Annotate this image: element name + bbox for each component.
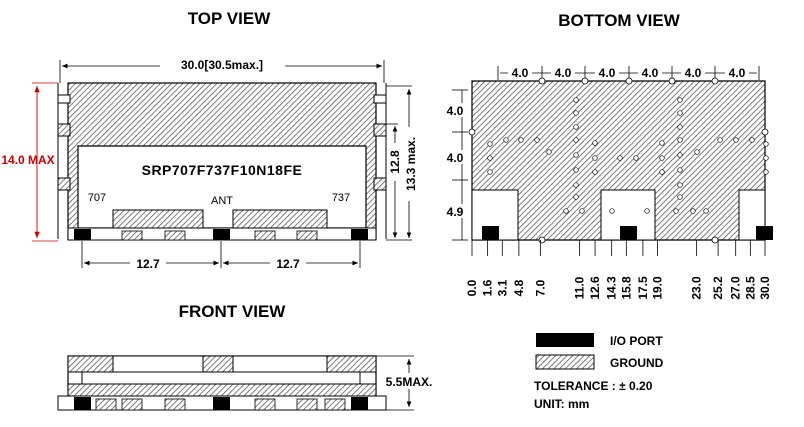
x-position-label: 14.3 [605, 276, 619, 300]
x-position-label: 25.2 [711, 276, 725, 300]
front-view-title: FRONT VIEW [179, 302, 287, 321]
front-io-pad-3 [351, 397, 368, 410]
x-position-label: 27.0 [729, 276, 743, 300]
x-position-label: 7.0 [533, 279, 547, 296]
x-position-label: 23.0 [690, 276, 704, 300]
x-position-label: 28.5 [743, 276, 757, 300]
legend-ground-label: GROUND [610, 356, 664, 370]
width-label: 30.0[30.5max.] [181, 58, 263, 72]
top-spacing-label: 4.0 [512, 66, 529, 80]
pin-label-737: 737 [332, 192, 350, 204]
spacing-left-label: 12.7 [136, 257, 160, 271]
legend-io-port-label: I/O PORT [610, 334, 663, 348]
left-spacing-label: 4.9 [447, 205, 464, 219]
front-io-pad-1 [74, 397, 91, 410]
top-spacing-label: 4.0 [555, 66, 572, 80]
bottom-io-pad-1 [482, 226, 499, 240]
left-spacing-label: 4.0 [447, 151, 464, 165]
top-view: TOP VIEW 30.0[30.5max.] SRP707F737F10N18… [1, 9, 419, 271]
x-position-label: 12.6 [588, 276, 602, 300]
pin-label-707: 707 [88, 192, 106, 204]
bottom-view-title: BOTTOM VIEW [558, 11, 680, 30]
dim-right-13-3: 13.3 max. [404, 137, 418, 191]
legend: I/O PORT GROUND TOLERANCE : ± 0.20 UNIT:… [534, 333, 664, 411]
legend-ground-swatch [535, 354, 595, 370]
top-spacing-label: 4.0 [642, 66, 659, 80]
dim-right-12-8: 12.8 [388, 150, 402, 174]
pin-label-ant: ANT [211, 195, 233, 207]
x-position-label: 1.6 [481, 279, 495, 296]
x-position-label: 17.5 [636, 276, 650, 300]
io-pad-737 [351, 229, 368, 240]
io-pad-ant [213, 229, 230, 240]
top-spacing-label: 4.0 [729, 66, 746, 80]
top-spacing-label: 4.0 [685, 66, 702, 80]
x-position-label: 4.8 [512, 279, 526, 296]
io-pad-707 [74, 229, 91, 240]
bottom-view: BOTTOM VIEW 4.0 4.0 4.0 4.0 4.0 4.0 4.0 4.0 4.9 [446, 11, 773, 300]
x-position-label: 15.8 [619, 276, 633, 300]
left-spacing-label: 4.0 [447, 104, 464, 118]
unit-label: UNIT: mm [534, 397, 589, 411]
part-number: SRP707F737F10N18FE [142, 162, 303, 178]
x-position-label: 3.1 [495, 279, 509, 296]
x-position-label: 30.0 [758, 276, 772, 300]
height-max-label: 14.0 MAX [1, 153, 54, 167]
tolerance-label: TOLERANCE : ± 0.20 [534, 379, 653, 393]
x-position-label: 11.0 [572, 276, 586, 299]
front-view: FRONT VIEW 5.5MAX. [57, 302, 433, 411]
legend-io-port-swatch [536, 333, 594, 347]
bottom-io-pad-3 [756, 226, 773, 240]
top-view-title: TOP VIEW [188, 9, 271, 28]
front-io-pad-2 [213, 397, 230, 410]
x-position-label: 0.0 [465, 279, 479, 296]
bottom-io-pad-2 [620, 226, 637, 240]
via-holes [487, 97, 769, 214]
top-spacing-label: 4.0 [599, 66, 616, 80]
spacing-right-label: 12.7 [276, 257, 300, 271]
front-height-label: 5.5MAX. [386, 375, 433, 389]
x-position-label: 19.0 [651, 276, 665, 300]
